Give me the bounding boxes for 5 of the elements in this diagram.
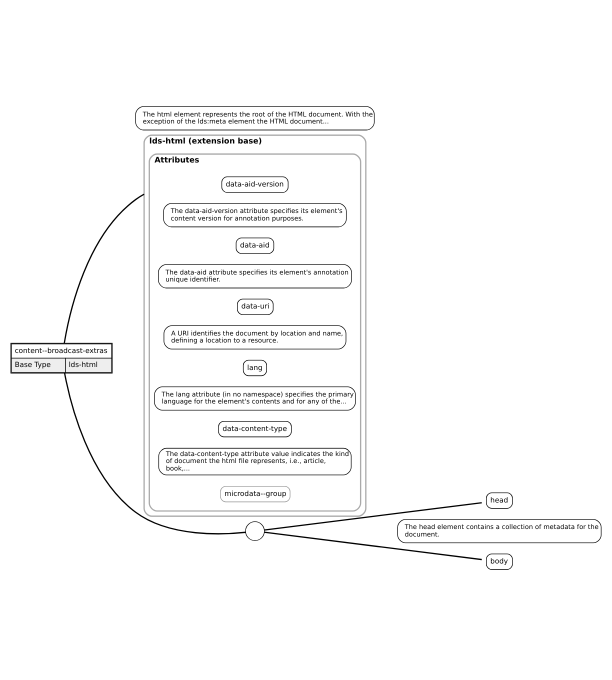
connector — [264, 502, 482, 531]
connector — [64, 373, 246, 534]
connector — [264, 532, 482, 560]
connector — [64, 194, 144, 344]
node-circle — [245, 521, 265, 541]
